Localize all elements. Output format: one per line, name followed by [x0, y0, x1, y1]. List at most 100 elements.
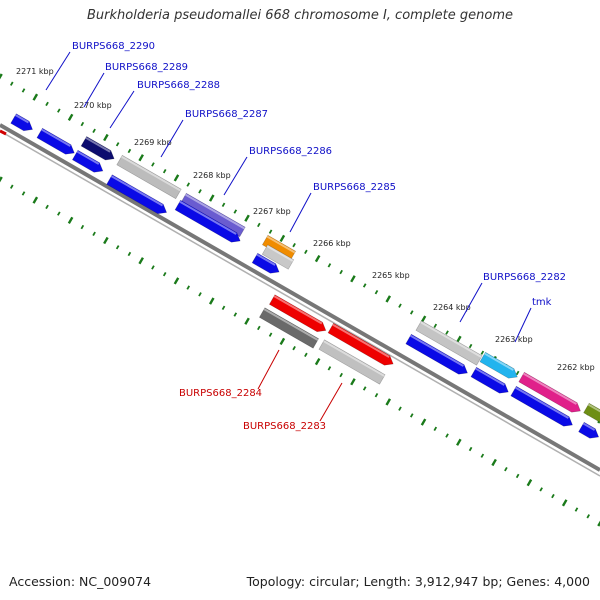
callout-line	[257, 349, 280, 390]
gene-highlight	[273, 295, 323, 325]
gene-blue	[510, 385, 573, 427]
scale-tick	[115, 142, 120, 147]
callout-line	[160, 119, 184, 158]
gene-label: BURPS668_2289	[105, 62, 188, 73]
gene-shape	[261, 244, 295, 270]
gene-highlight	[484, 352, 514, 371]
gene-shape	[174, 199, 241, 243]
scale-tick	[374, 290, 379, 295]
topology-text: Topology: circular; Length: 3,912,947 bp…	[246, 574, 590, 589]
scale-tick	[162, 168, 167, 174]
scale-tick	[198, 189, 202, 194]
gene-red	[327, 322, 394, 366]
scale-tick	[350, 275, 356, 283]
gene-blue	[405, 333, 468, 375]
scale-tick	[362, 283, 367, 288]
scale-tick	[398, 303, 402, 308]
gene-shape	[583, 402, 600, 424]
scale-tick	[445, 330, 449, 335]
scale-tick	[597, 417, 600, 424]
backbone-line-inner	[0, 130, 600, 477]
gene-highlight	[523, 372, 577, 405]
gene-highlight	[263, 308, 319, 341]
gene-label: tmk	[532, 297, 552, 308]
scale-tick	[221, 202, 226, 207]
callout-line	[109, 90, 135, 129]
backbone-line	[0, 123, 600, 472]
gene-shape	[479, 351, 518, 379]
scale-tick	[574, 507, 579, 512]
scale-label: 2271 kbp	[16, 67, 54, 76]
scale-tick	[67, 113, 74, 121]
gene-highlight	[121, 155, 181, 192]
scale-tick	[480, 453, 485, 458]
gene-features	[10, 113, 600, 439]
scale-tick	[162, 271, 167, 277]
backbone-start-mark	[0, 129, 7, 136]
gene-blue	[10, 113, 33, 132]
scale-tick	[268, 332, 273, 337]
gene-shape	[36, 127, 75, 155]
gene-shape	[578, 421, 600, 439]
scale-tick	[304, 249, 308, 255]
gene-highlight	[256, 253, 276, 266]
scale-tick	[398, 406, 402, 411]
scale-tick	[515, 473, 520, 479]
gene-highlight	[515, 386, 569, 419]
gene-shape	[10, 113, 33, 132]
scale-label: 2265 kbp	[372, 271, 410, 280]
callout-line	[459, 282, 483, 323]
scale-tick	[80, 224, 85, 230]
scale-tick	[103, 133, 109, 142]
scale-tick	[45, 204, 49, 210]
scale-tick	[67, 216, 74, 224]
scale-tick	[45, 101, 49, 107]
scale-tick	[279, 337, 286, 346]
gene-shape	[71, 149, 104, 173]
gene-red	[268, 294, 327, 333]
gene-blue	[470, 366, 509, 394]
scale-tick	[456, 438, 462, 446]
callout-line	[45, 51, 71, 91]
scale-tick	[127, 251, 132, 257]
scale-tick	[257, 222, 261, 228]
scale-label: 2266 kbp	[313, 239, 351, 248]
scale-tick	[314, 357, 321, 366]
scale-tick	[539, 487, 543, 492]
gene-shape	[518, 371, 581, 413]
scale-tick	[21, 191, 26, 196]
gene-shape	[405, 333, 468, 375]
scale-tick	[504, 467, 508, 472]
scale-tick	[491, 458, 497, 467]
scale-tick	[292, 345, 296, 351]
scale-tick	[9, 81, 14, 86]
gene-highlight	[582, 422, 596, 431]
scale-tick	[420, 315, 427, 323]
gene-shape	[510, 385, 573, 427]
scale-tick	[374, 393, 379, 398]
scale-tick	[0, 73, 3, 80]
callout-line	[223, 156, 248, 196]
scale-label: 2263 kbp	[495, 335, 533, 344]
callout-line	[83, 72, 105, 108]
gene-label: BURPS668_2287	[185, 109, 268, 120]
scale-tick	[327, 366, 332, 371]
gene-highlight	[14, 114, 29, 124]
scale-tick	[80, 121, 85, 127]
map-title: Burkholderia pseudomallei 668 chromosome…	[86, 8, 514, 23]
scale-tick	[173, 277, 180, 285]
scale-tick	[586, 514, 591, 519]
scale-tick	[127, 148, 132, 154]
scale-tick	[409, 310, 414, 315]
gene-highlight	[41, 128, 71, 147]
scale-tick	[515, 370, 520, 376]
gene-highlight	[420, 321, 482, 358]
scale-tick	[115, 245, 120, 250]
scale-tick	[339, 372, 343, 378]
scale-tick	[526, 479, 533, 487]
gene-label: BURPS668_2290	[72, 41, 155, 52]
scale-tick	[151, 162, 155, 167]
scale-tick	[32, 196, 39, 204]
